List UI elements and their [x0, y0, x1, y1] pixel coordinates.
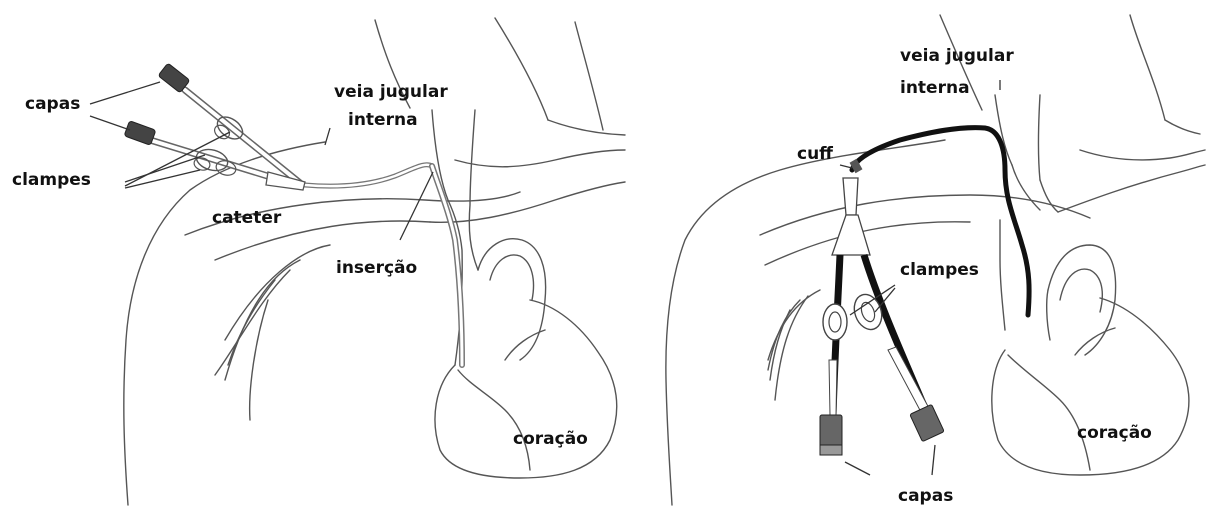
- left-label-clampes: clampes: [12, 172, 91, 189]
- left-label-coracao: coração: [513, 431, 588, 448]
- left-label-jugular-line1: veia jugular: [334, 84, 448, 101]
- right-label-clampes: clampes: [900, 262, 979, 279]
- right-label-cuff: cuff: [797, 146, 833, 163]
- left-label-insercao: inserção: [336, 260, 417, 277]
- right-label-jugular-line1: veia jugular: [900, 48, 1014, 65]
- left-label-capas: capas: [25, 96, 80, 113]
- right-label-capas: capas: [898, 488, 953, 505]
- right-label-coracao: coração: [1077, 425, 1152, 442]
- left-label-jugular-line2: interna: [348, 112, 418, 129]
- left-shoulder-outline: [124, 142, 325, 505]
- right-shoulder-outline: [666, 140, 945, 505]
- left-catheter: [124, 63, 462, 365]
- left-label-cateter: cateter: [212, 210, 281, 227]
- right-catheter: [820, 128, 1029, 455]
- right-heart-outline: [992, 298, 1189, 475]
- left-jaw-outline: [495, 18, 548, 120]
- right-label-jugular-line2: interna: [900, 80, 970, 97]
